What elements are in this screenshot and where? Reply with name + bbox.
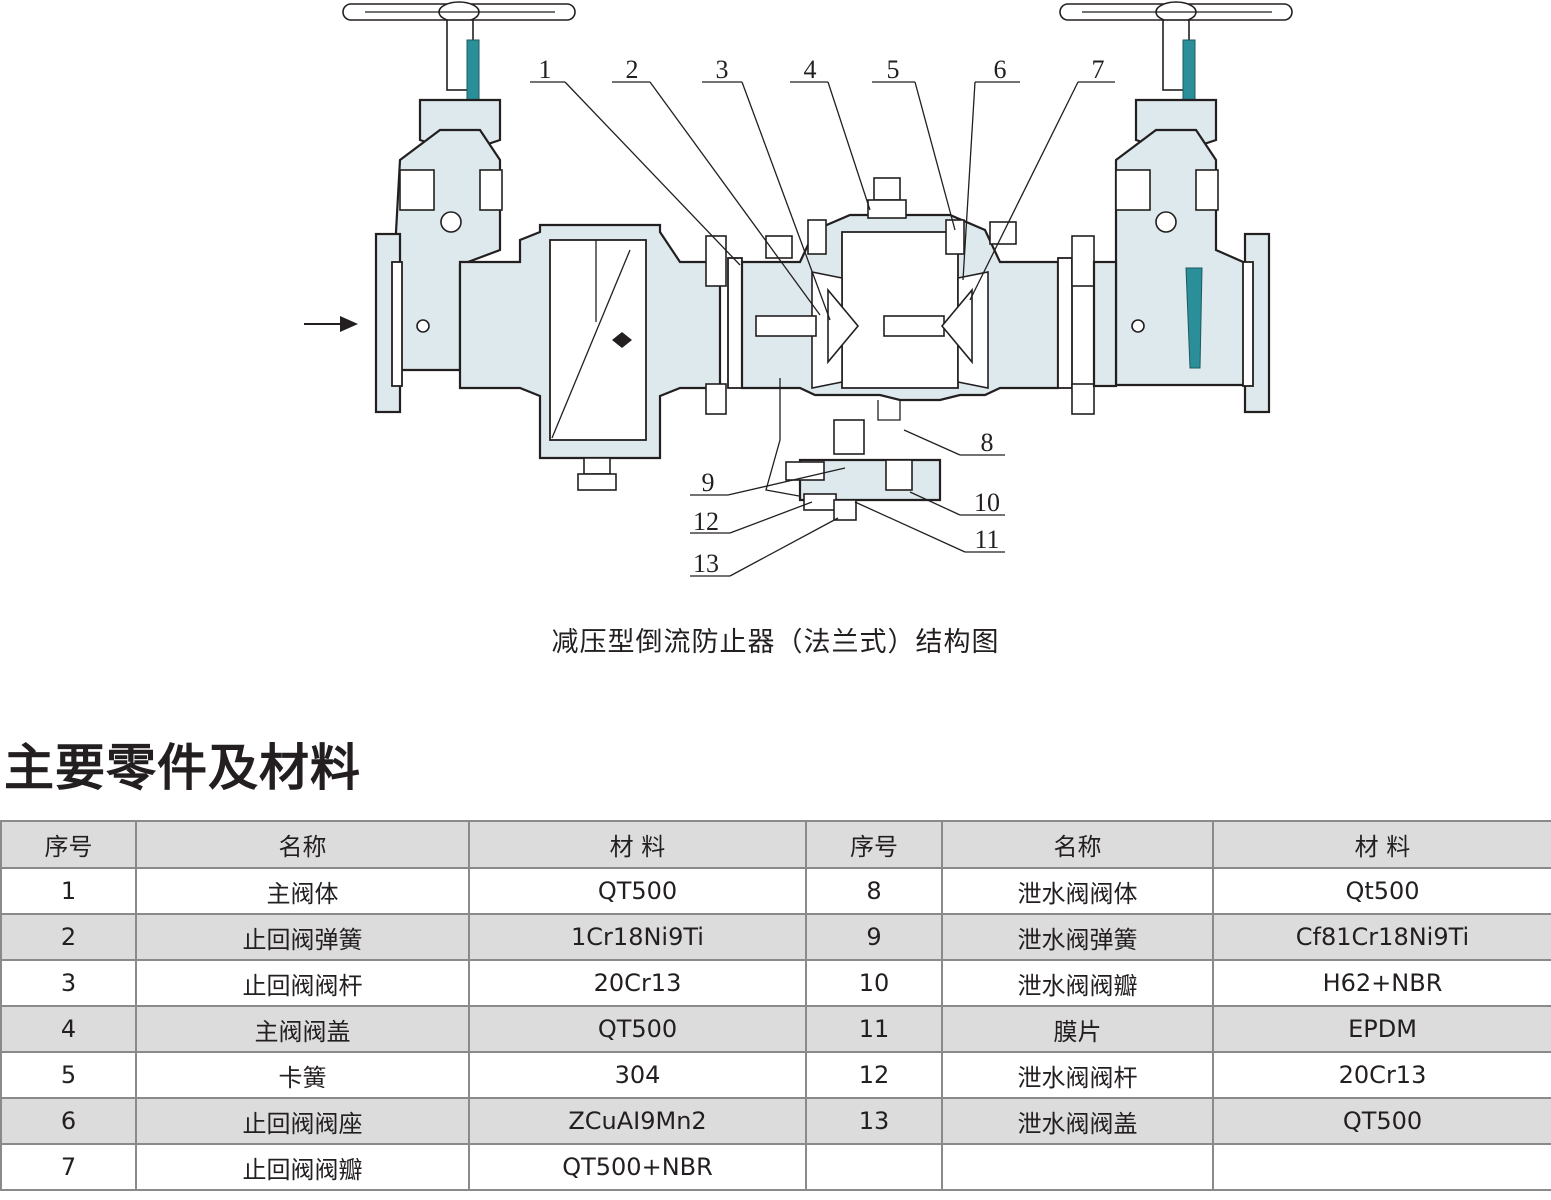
cell-index: 6 xyxy=(0,1097,137,1145)
cell-name: 止回阀阀座 xyxy=(135,1097,470,1145)
label-4: 4 xyxy=(804,55,817,84)
cell-name: 止回阀弹簧 xyxy=(135,913,470,961)
label-1: 1 xyxy=(539,55,552,84)
cell-material xyxy=(1212,1143,1551,1191)
cell-name: 泄水阀弹簧 xyxy=(941,913,1214,961)
cell-index xyxy=(805,1143,943,1191)
cell-material: 304 xyxy=(468,1051,807,1099)
cell-material: 20Cr13 xyxy=(1212,1051,1551,1099)
table-row: 5 卡簧 304 12 泄水阀阀杆 20Cr13 xyxy=(0,1051,1551,1099)
table-row: 4 主阀阀盖 QT500 11 膜片 EPDM xyxy=(0,1005,1551,1053)
cell-name: 泄水阀阀杆 xyxy=(941,1051,1214,1099)
cell-material: 20Cr13 xyxy=(468,959,807,1007)
cell-index: 2 xyxy=(0,913,137,961)
cell-index: 7 xyxy=(0,1143,137,1191)
header-name: 名称 xyxy=(135,820,470,869)
cell-index: 10 xyxy=(805,959,943,1007)
part-number-labels: 1 2 3 4 5 6 7 8 9 10 11 12 13 xyxy=(539,55,1105,578)
cell-material: QT500+NBR xyxy=(468,1143,807,1191)
table-row: 6 止回阀阀座 ZCuAI9Mn2 13 泄水阀阀盖 QT500 xyxy=(0,1097,1551,1145)
cell-index: 13 xyxy=(805,1097,943,1145)
cell-index: 1 xyxy=(0,867,137,915)
cell-index: 3 xyxy=(0,959,137,1007)
cell-material: 1Cr18Ni9Ti xyxy=(468,913,807,961)
cell-index: 12 xyxy=(805,1051,943,1099)
flow-arrow-icon xyxy=(304,316,358,332)
table-row: 3 止回阀阀杆 20Cr13 10 泄水阀阀瓣 H62+NBR xyxy=(0,959,1551,1007)
diagram-caption: 减压型倒流防止器（法兰式）结构图 xyxy=(551,627,1000,658)
cell-name: 止回阀阀瓣 xyxy=(135,1143,470,1191)
label-8: 8 xyxy=(981,428,994,457)
cell-name: 主阀体 xyxy=(135,867,470,915)
cell-material: EPDM xyxy=(1212,1005,1551,1053)
cell-name: 泄水阀阀体 xyxy=(941,867,1214,915)
cell-index: 4 xyxy=(0,1005,137,1053)
header-name: 名称 xyxy=(941,820,1214,869)
cell-name: 止回阀阀杆 xyxy=(135,959,470,1007)
cell-index: 8 xyxy=(805,867,943,915)
right-gate-valve xyxy=(1059,1,1293,414)
cell-name: 卡簧 xyxy=(135,1051,470,1099)
cell-name: 泄水阀阀盖 xyxy=(941,1097,1214,1145)
cell-name: 主阀阀盖 xyxy=(135,1005,470,1053)
cell-name: 泄水阀阀瓣 xyxy=(941,959,1214,1007)
cell-name xyxy=(941,1143,1214,1191)
cell-material: Qt500 xyxy=(1212,867,1551,915)
label-6: 6 xyxy=(994,55,1007,84)
table-row: 7 止回阀阀瓣 QT500+NBR xyxy=(0,1143,1551,1191)
label-5: 5 xyxy=(887,55,900,84)
section-heading: 主要零件及材料 xyxy=(4,739,361,797)
header-material: 材 料 xyxy=(1212,820,1551,869)
structure-diagram: 1 2 3 4 5 6 7 8 9 10 11 12 13 xyxy=(304,1,1293,578)
table-row: 1 主阀体 QT500 8 泄水阀阀体 Qt500 xyxy=(0,867,1551,915)
cell-index: 9 xyxy=(805,913,943,961)
header-index: 序号 xyxy=(805,820,943,869)
cell-index: 11 xyxy=(805,1005,943,1053)
label-11: 11 xyxy=(974,525,999,554)
cell-name: 膜片 xyxy=(941,1005,1214,1053)
leader-lines xyxy=(530,81,1115,577)
label-13: 13 xyxy=(693,549,719,578)
label-3: 3 xyxy=(716,55,729,84)
label-10: 10 xyxy=(974,488,1000,517)
label-9: 9 xyxy=(702,468,715,497)
table-header-row: 序号 名称 材 料 序号 名称 材 料 xyxy=(0,820,1551,869)
cell-material: QT500 xyxy=(468,1005,807,1053)
label-2: 2 xyxy=(626,55,639,84)
main-valve-body xyxy=(458,177,1118,491)
table-row: 2 止回阀弹簧 1Cr18Ni9Ti 9 泄水阀弹簧 Cf81Cr18Ni9Ti xyxy=(0,913,1551,961)
cell-index: 5 xyxy=(0,1051,137,1099)
header-index: 序号 xyxy=(0,820,137,869)
header-material: 材 料 xyxy=(468,820,807,869)
label-12: 12 xyxy=(693,507,719,536)
cell-material: H62+NBR xyxy=(1212,959,1551,1007)
cell-material: QT500 xyxy=(1212,1097,1551,1145)
cell-material: ZCuAI9Mn2 xyxy=(468,1097,807,1145)
cell-material: Cf81Cr18Ni9Ti xyxy=(1212,913,1551,961)
label-7: 7 xyxy=(1092,55,1105,84)
cell-material: QT500 xyxy=(468,867,807,915)
parts-materials-table: 序号 名称 材 料 序号 名称 材 料 1 主阀体 QT500 8 泄水阀阀体 … xyxy=(0,820,1551,1191)
